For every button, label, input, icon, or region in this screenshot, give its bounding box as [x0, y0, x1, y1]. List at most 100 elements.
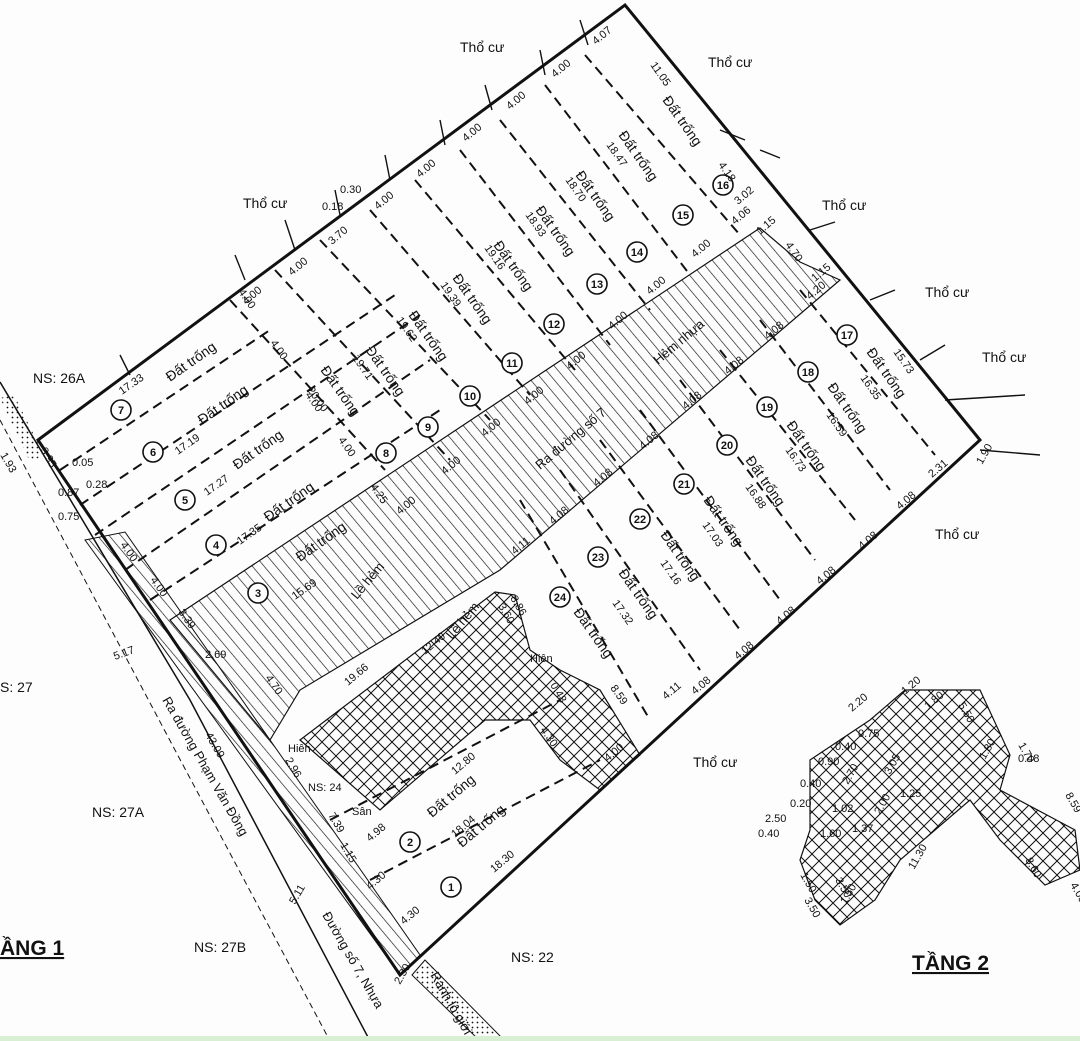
- dim: 4.08: [856, 529, 880, 552]
- neighbor-tho-cu: Thổ cư: [243, 195, 287, 211]
- neighbor-tho-cu: Thổ cư: [708, 54, 752, 70]
- neighbor-tho-cu: Thổ cư: [925, 284, 969, 300]
- lot-label: Đất trống: [261, 478, 317, 524]
- lot-number: 23: [592, 552, 604, 564]
- hien-label-2: Hiên: [530, 653, 553, 665]
- floor-2-title: TẦNG 2: [912, 952, 989, 975]
- lot-number: 20: [721, 440, 733, 452]
- dim: 0.05: [72, 457, 93, 469]
- dim: 4.00: [1067, 881, 1080, 906]
- hien-label: Hiên: [288, 743, 311, 755]
- neighbor-tho-cu: Thổ cư: [935, 526, 979, 542]
- neighbor-tho-cu: Thổ cư: [822, 197, 866, 213]
- lot-length: 17.32: [610, 598, 636, 627]
- lot-number: 2: [407, 837, 413, 849]
- dim: 0.90: [818, 756, 839, 768]
- dim: 4.00: [414, 157, 438, 180]
- lot-number: 4: [213, 540, 220, 552]
- neighbor-ns-26a: NS: 26A: [33, 370, 86, 386]
- neighbor-ns-27a: NS: 27A: [92, 804, 145, 820]
- dim: 8.59: [1062, 791, 1080, 816]
- lot-number: 12: [548, 319, 560, 331]
- dim: 4.06: [729, 204, 753, 227]
- dim: 1.93: [0, 451, 19, 476]
- lot-length: 16.35: [858, 373, 884, 402]
- dim: 1.25: [900, 788, 921, 800]
- dim: 5.17: [112, 644, 136, 663]
- ranh-lo-gioi-strip: [411, 959, 506, 1041]
- lot-number: 18: [802, 367, 814, 379]
- dim: 4.00: [372, 189, 396, 212]
- dim: 1.90: [974, 442, 995, 467]
- dim: 1.02: [832, 803, 853, 815]
- dim: 0.87: [58, 487, 79, 499]
- lot-number: 14: [631, 247, 644, 259]
- lot-circles: [110, 174, 858, 898]
- dim: 0.40: [758, 828, 779, 840]
- dim: 0.75: [858, 728, 879, 740]
- lot-number: 11: [506, 358, 518, 370]
- lot-label: Đất trống: [195, 381, 251, 427]
- dim: 1.37: [852, 823, 873, 835]
- lot-length: 17.33: [117, 372, 146, 398]
- lot-number: 15: [677, 210, 689, 222]
- dim: 0.48: [1018, 753, 1039, 765]
- lot-number: 5: [182, 495, 188, 507]
- floor-2-plan: 2.20 1.20 1.80 5.50 0.40 0.75 3.05 1.70 …: [758, 674, 1080, 926]
- dim: 2.20: [846, 691, 870, 714]
- dim: 0.75: [58, 511, 79, 523]
- lot-number: 10: [464, 391, 476, 403]
- san-label: Sân: [352, 806, 372, 818]
- dim: 4.00: [549, 57, 573, 80]
- neighbor-ns-27b: NS: 27B: [194, 939, 246, 955]
- lot-number: 9: [425, 422, 431, 434]
- house-footprint: [299, 591, 641, 811]
- dim: 4.00: [286, 255, 310, 278]
- dim: 4.08: [774, 604, 798, 627]
- lot-length: 17.19: [173, 432, 202, 458]
- dim: 0.40: [835, 741, 856, 753]
- neighbor-ns-24: NS: 24: [308, 782, 342, 794]
- dim: 19.66: [342, 661, 371, 688]
- dim: 0.20: [790, 798, 811, 810]
- neighbor-ns-22: NS: 22: [511, 949, 554, 965]
- lot-numbers: 1 2 3 4 5 6 7 8 9 10 11 12 13 14 15 16 1…: [118, 180, 853, 894]
- lot-label: Đất trống: [163, 338, 219, 384]
- lot-label: Đất trống: [660, 93, 706, 149]
- dim: 0.28: [86, 479, 107, 491]
- lot-number: 3: [255, 588, 261, 600]
- lot-label: Đất trống: [571, 605, 617, 661]
- dim: 4.30: [398, 904, 422, 927]
- dim: 4.00: [689, 237, 713, 260]
- lot-number: 16: [717, 180, 729, 192]
- lot-length: 11.05: [648, 60, 673, 89]
- dim: 4.00: [268, 338, 290, 362]
- alley-hatch: [169, 227, 842, 742]
- front-sidewalk-hatch: [84, 531, 421, 976]
- lot-number: 7: [118, 405, 124, 417]
- dim: 4.00: [336, 435, 358, 459]
- dim: 0.30: [340, 184, 361, 196]
- bottom-band: [0, 1036, 1080, 1041]
- dim: 2.69: [205, 649, 226, 661]
- lot-number: 1: [448, 882, 454, 894]
- floor-1-title: ẦNG 1: [0, 937, 65, 960]
- dim: 8.59: [608, 683, 630, 707]
- dim: 3.70: [326, 224, 350, 247]
- lot-number: 13: [591, 279, 603, 291]
- lot-number: 24: [554, 592, 567, 604]
- neighbor-tho-cu: Thổ cư: [693, 754, 737, 770]
- neighbor-tho-cu: Thổ cư: [982, 349, 1026, 365]
- dim: 4.08: [814, 564, 838, 587]
- dim: 0.18: [322, 201, 343, 213]
- lot-number: 17: [841, 330, 853, 342]
- lot-number: 22: [634, 514, 646, 526]
- boundary-arrows: [119, 19, 1041, 456]
- lot-number: 19: [761, 402, 773, 414]
- dim: 4.08: [689, 674, 713, 697]
- dim: 3.02: [732, 184, 756, 207]
- lot-length: 17.35: [235, 522, 264, 548]
- lot-number: 6: [150, 447, 156, 459]
